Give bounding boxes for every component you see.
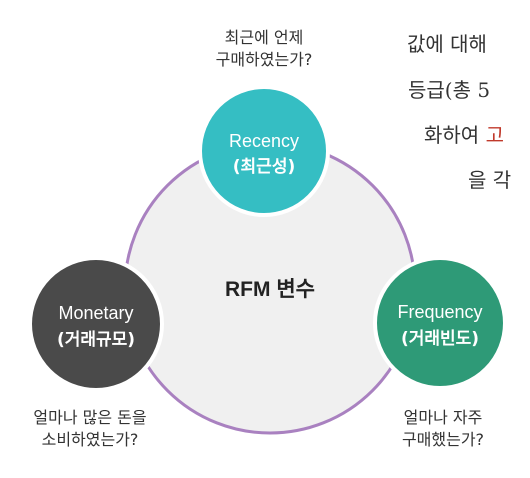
- recency-question: 최근에 언제 구매하였는가?: [194, 27, 334, 71]
- monetary-title: Monetary: [58, 303, 133, 323]
- side-text-line-4: 을 각: [468, 168, 512, 192]
- recency-circle: [198, 85, 330, 217]
- recency-title: Recency: [229, 131, 299, 151]
- recency-node: Recency (최근성): [198, 85, 330, 217]
- frequency-question-line-2: 구매했는가?: [401, 430, 485, 449]
- monetary-subtitle: (거래규모): [57, 330, 135, 350]
- side-text-line-1: 값에 대해: [407, 32, 487, 56]
- monetary-node: Monetary (거래규모): [28, 256, 164, 392]
- monetary-question: 얼마나 많은 돈을 소비하였는가?: [10, 407, 170, 451]
- side-text-line-3-prefix: 화하여: [424, 123, 486, 147]
- recency-question-line-2: 구매하였는가?: [215, 50, 313, 69]
- frequency-circle: [373, 256, 507, 390]
- recency-question-line-1: 최근에 언제: [224, 28, 304, 47]
- frequency-node: Frequency (거래빈도): [373, 256, 507, 390]
- frequency-question-line-1: 얼마나 자주: [403, 408, 483, 427]
- monetary-circle: [28, 256, 164, 392]
- side-text-line-3: 화하여 고: [424, 119, 504, 148]
- frequency-subtitle: (거래빈도): [401, 329, 479, 349]
- monetary-question-line-1: 얼마나 많은 돈을: [33, 408, 147, 427]
- recency-subtitle: (최근성): [233, 157, 295, 177]
- frequency-title: Frequency: [397, 302, 482, 322]
- monetary-question-line-2: 소비하였는가?: [41, 430, 139, 449]
- side-text-line-2: 등급(총 5: [408, 78, 491, 102]
- center-label: RFM 변수: [225, 278, 315, 301]
- frequency-question: 얼마나 자주 구매했는가?: [378, 407, 508, 451]
- side-text-line-3-accent: 고: [485, 123, 504, 147]
